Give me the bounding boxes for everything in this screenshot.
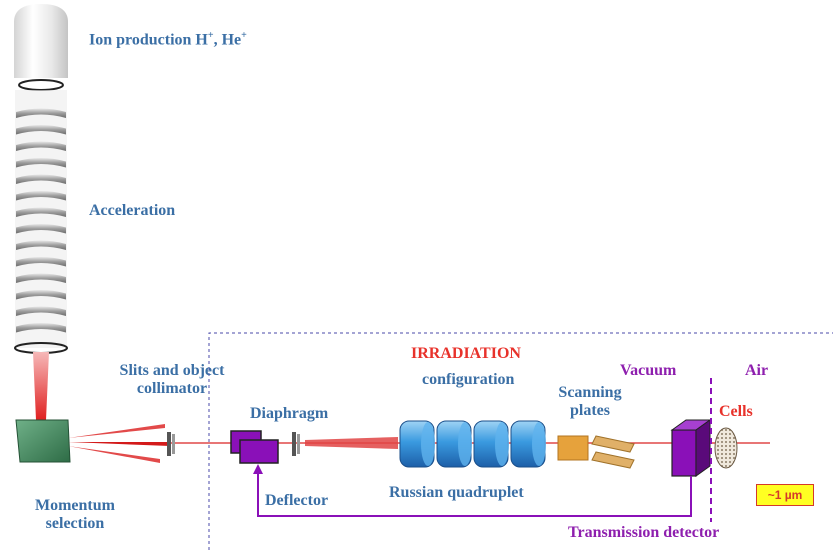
momentum-fan: [68, 424, 170, 463]
vertical-beam: [33, 352, 49, 420]
air-label: Air: [745, 362, 769, 379]
accelerator-ring-icon: [16, 125, 66, 135]
accelerator-ring-icon: [16, 158, 66, 168]
momentum-selection-label: Momentum selection: [35, 497, 115, 532]
ion-source-glass-icon: [14, 4, 68, 91]
accelerator-ring-icon: [16, 240, 66, 250]
scale-badge: ~1 µm: [756, 484, 814, 506]
accelerator-ring-icon: [16, 290, 66, 300]
russian-quadruplet-label: Russian quadruplet: [389, 484, 524, 501]
scanning-plate-icon: [557, 435, 635, 469]
ion-production-label: Ion production H+, He+: [89, 30, 247, 49]
slits-collimator-label: Slits and object collimator: [119, 362, 225, 397]
feedback-line: [257, 466, 692, 517]
vacuum-label: Vacuum: [620, 362, 677, 379]
irradiation-label: IRRADIATION: [411, 345, 521, 362]
deflector-label: Deflector: [265, 492, 329, 509]
cells-label: Cells: [719, 403, 753, 420]
diaphragm-slit-icon: [292, 432, 300, 456]
detector-box-icon: [670, 419, 712, 477]
accelerator-ring-icon: [16, 141, 66, 151]
cell-dish-icon: [714, 427, 738, 469]
accelerator-ring-icon: [16, 323, 66, 333]
feedback-arrow-head: [253, 464, 263, 474]
accelerator-ring-icon: [16, 257, 66, 267]
accelerator-ring-icon: [16, 174, 66, 184]
quadrupole-lens-icon: [436, 420, 472, 468]
transmission-detector-label: Transmission detector: [568, 524, 720, 541]
accelerator-ring-icon: [16, 306, 66, 316]
diaphragm-label: Diaphragm: [250, 405, 329, 422]
accelerator-ring-icon: [16, 191, 66, 201]
beam-focus-1: [305, 437, 398, 449]
accelerator-ring-icon: [16, 273, 66, 283]
quadrupole-lens-icon: [473, 420, 509, 468]
accelerator-ring-icon: [16, 224, 66, 234]
deflector-icon: [230, 430, 279, 464]
accelerator-ring-icon: [16, 108, 66, 118]
accelerator-ring-icon: [16, 108, 66, 333]
acceleration-label: Acceleration: [89, 202, 176, 219]
quadrupole-lens-icon: [510, 420, 546, 468]
configuration-label: configuration: [422, 371, 515, 388]
accelerator-ring-icon: [16, 207, 66, 217]
quadrupole-lens-icon: [399, 420, 435, 468]
scanning-plates-label: Scanning plates: [558, 384, 622, 419]
quadrupole-lens-icon: [399, 420, 546, 468]
accelerator-column: [14, 90, 68, 354]
irradiation-frame: [208, 332, 833, 550]
slit-icon: [167, 432, 175, 456]
bending-magnet-icon: [15, 419, 71, 463]
